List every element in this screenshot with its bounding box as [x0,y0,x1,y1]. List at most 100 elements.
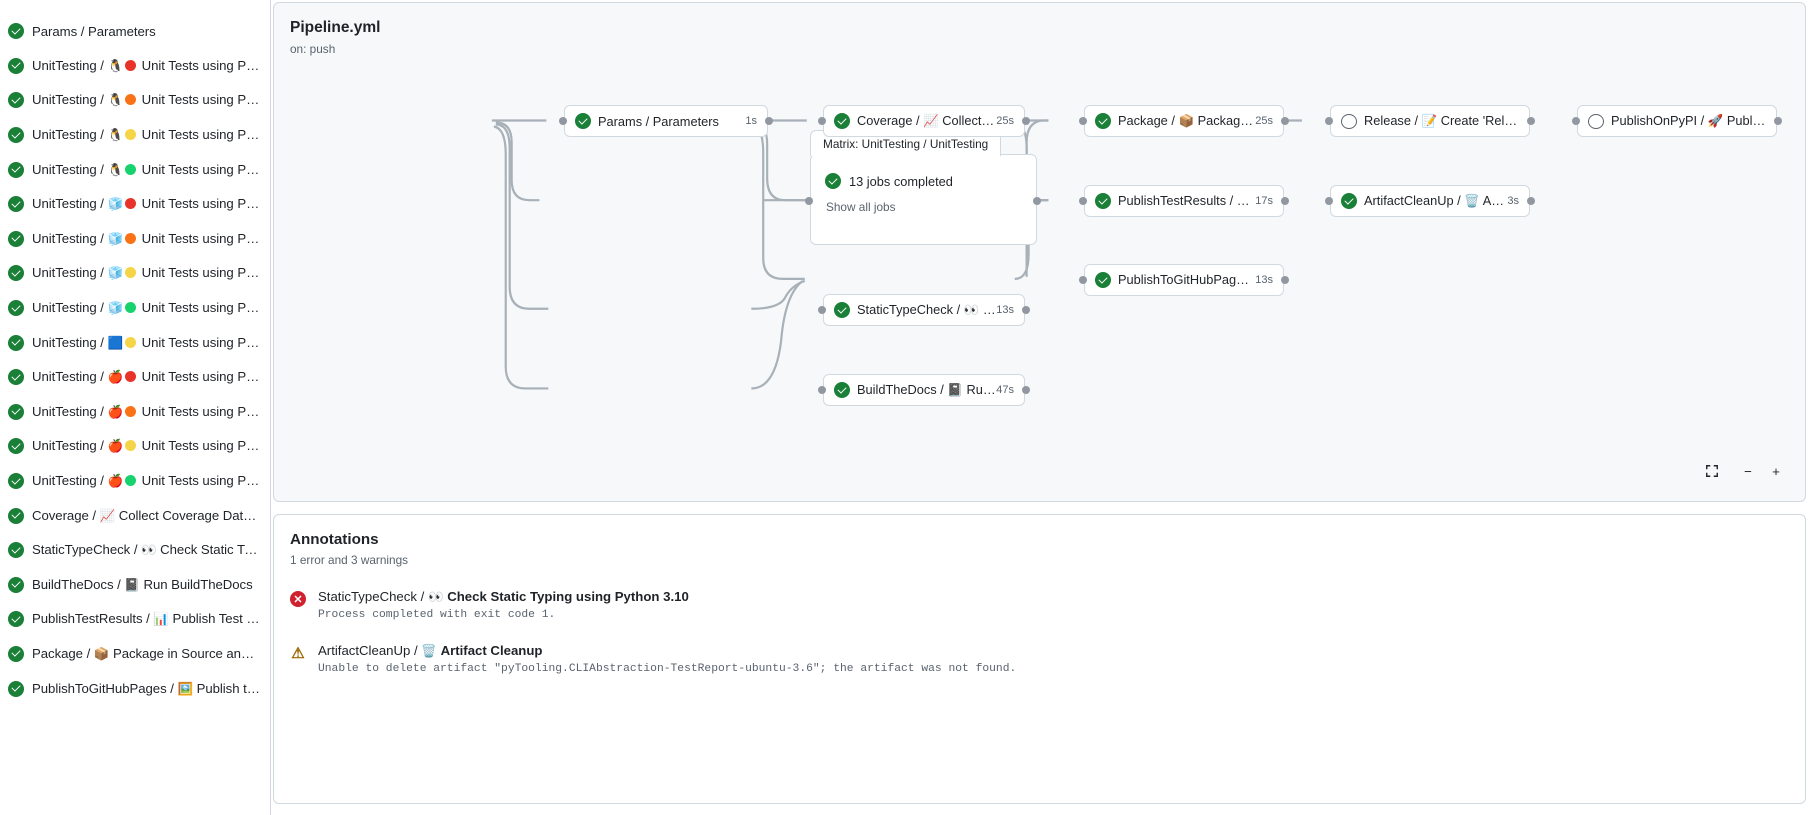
job-emoji-icon: 📦 [1178,114,1195,128]
node-port-out [765,117,773,125]
graph-node-testres[interactable]: PublishTestResults / 📊 Pu…17s [1084,185,1284,217]
workflow-graph-panel[interactable]: Pipeline.yml on: push [273,2,1806,502]
sidebar-job-row[interactable]: UnitTesting / 🍎 Unit Tests using Pyth… [0,360,270,395]
sidebar-job-row[interactable]: UnitTesting / 🐧 Unit Tests using Pyth… [0,152,270,187]
sidebar-job-label: Coverage / 📈 Collect Coverage Data usi… [32,507,260,523]
check-circle-icon [834,302,850,318]
sidebar-job-row[interactable]: UnitTesting / 🧊 Unit Tests using Pyth… [0,222,270,257]
zoom-out-button[interactable]: − [1735,459,1761,483]
zoom-group[interactable]: − + [1735,459,1789,483]
warning-icon: ⚠ [291,645,305,662]
matrix-group[interactable]: Matrix: UnitTesting / UnitTesting 13 job… [810,130,1037,245]
job-emoji-icon: 📊 [1236,194,1253,208]
node-port-out [1281,117,1289,125]
sidebar-job-row[interactable]: UnitTesting / 🟦 Unit Tests using Pyth… [0,325,270,360]
check-circle-icon [8,92,24,109]
graph-node-pypi[interactable]: PublishOnPyPI / 🚀 Publish to … [1577,105,1777,137]
graph-node-release[interactable]: Release / 📝 Create 'Release P… [1330,105,1530,137]
pending-circle-icon [1341,113,1357,129]
sidebar-job-row[interactable]: PublishToGitHubPages / 🖼️ Publish to G… [0,671,270,706]
sidebar-job-row[interactable]: Package / 📦 Package in Source and Wh… [0,637,270,672]
check-circle-icon [8,438,24,455]
matrix-summary-row[interactable]: 13 jobs completed [825,173,1022,189]
sidebar-job-label: Params / Parameters [32,23,156,39]
graph-node-builddocs[interactable]: BuildTheDocs / 📓 Run Buil…47s [823,374,1025,406]
annotation-message: Unable to delete artifact "pyTooling.CLI… [318,663,1017,675]
python-version-dot [125,129,137,141]
check-circle-icon [8,230,24,247]
main-content: Pipeline.yml on: push [271,0,1818,815]
graph-node-ghpages[interactable]: PublishToGitHubPages / 🖼️ …13s [1084,264,1284,296]
sidebar-job-row[interactable]: UnitTesting / 🐧 Unit Tests using Pyth… [0,49,270,84]
graph-node-artifact[interactable]: ArtifactCleanUp / 🗑️ Artifac…3s [1330,185,1530,217]
graph-node-params[interactable]: Params / Parameters 1s [564,105,768,137]
sidebar-job-row[interactable]: UnitTesting / 🧊 Unit Tests using Pyth… [0,187,270,222]
graph-node-label: Params / Parameters [598,113,719,129]
python-version-dot [125,475,137,487]
check-circle-icon [8,57,24,74]
sidebar-job-row[interactable]: StaticTypeCheck / 👀 Check Static Typing… [0,533,270,568]
sidebar-job-label: UnitTesting / 🐧 Unit Tests using Pyth… [32,92,260,108]
sidebar-job-label: UnitTesting / 🧊 Unit Tests using Pyth… [32,265,260,281]
annotation-message: Process completed with exit code 1. [318,609,556,621]
sidebar-job-row[interactable]: Coverage / 📈 Collect Coverage Data usi… [0,498,270,533]
python-version-dot [125,405,137,417]
annotation-heading: StaticTypeCheck / 👀 Check Static Typing … [318,589,689,604]
graph-node-typecheck[interactable]: StaticTypeCheck / 👀 Chec…13s [823,294,1025,326]
os-emoji-icon: 🧊 [107,266,124,281]
sidebar-job-row[interactable]: BuildTheDocs / 📓 Run BuildTheDocs [0,568,270,603]
show-all-jobs-link[interactable]: Show all jobs [826,200,896,214]
matrix-summary-label: 13 jobs completed [849,173,953,189]
job-emoji-icon: 📈 [923,114,939,128]
annotation-heading: ArtifactCleanUp / 🗑️ Artifact Cleanup [318,643,543,658]
node-port-in [1079,197,1087,205]
graph-node-duration: 13s [1255,274,1273,286]
graph-node-label: PublishTestResults / 📊 Pu… [1118,193,1253,208]
sidebar-job-row[interactable]: UnitTesting / 🍎 Unit Tests using Pyth… [0,464,270,499]
node-port-in [1079,117,1087,125]
os-emoji-icon: 🧊 [107,197,124,212]
graph-canvas[interactable]: Params / Parameters 1s Coverage / 📈 Collec… [274,3,1805,501]
sidebar-job-row[interactable]: UnitTesting / 🧊 Unit Tests using Pyth… [0,291,270,326]
graph-node-coverage[interactable]: Coverage / 📈 Collect Cove…25s [823,105,1025,137]
pending-circle-icon [1588,113,1604,129]
check-circle-icon [8,507,24,524]
sidebar-job-row[interactable]: UnitTesting / 🧊 Unit Tests using Pyth… [0,256,270,291]
check-circle-icon [1095,113,1111,129]
python-version-dot [125,267,137,279]
sidebar-job-label: UnitTesting / 🐧 Unit Tests using Pyth… [32,57,260,73]
annotations-title: Annotations [290,531,379,548]
sidebar-job-row[interactable]: UnitTesting / 🐧 Unit Tests using Pyth… [0,83,270,118]
sidebar-job-label: UnitTesting / 🍎 Unit Tests using Pyth… [32,403,260,419]
os-emoji-icon: 📊 [153,612,169,627]
os-emoji-icon: 🧊 [107,231,124,246]
fullscreen-icon[interactable] [1699,459,1725,483]
graph-node-label: Coverage / 📈 Collect Cove… [857,113,996,128]
sidebar-job-row[interactable]: UnitTesting / 🐧 Unit Tests using Pyth… [0,118,270,153]
sidebar-job-label: UnitTesting / 🍎 Unit Tests using Pyth… [32,438,260,454]
sidebar-job-row[interactable]: PublishTestResults / 📊 Publish Test Resu… [0,602,270,637]
zoom-in-button[interactable]: + [1763,459,1789,483]
sidebar-job-row[interactable]: Params / Parameters [0,14,270,49]
python-version-dot [125,163,137,175]
graph-node-package[interactable]: Package / 📦 Package in So…25s [1084,105,1284,137]
check-circle-icon [8,542,24,559]
sidebar-job-row[interactable]: UnitTesting / 🍎 Unit Tests using Pyth… [0,395,270,430]
node-port-out [1774,117,1782,125]
sidebar-job-label: UnitTesting / 🧊 Unit Tests using Pyth… [32,230,260,246]
check-circle-icon [8,265,24,282]
sidebar-job-row[interactable]: UnitTesting / 🍎 Unit Tests using Pyth… [0,429,270,464]
node-port-out [1281,276,1289,284]
node-port-out [1281,197,1289,205]
check-circle-icon [1095,193,1111,209]
graph-node-label: StaticTypeCheck / 👀 Chec… [857,302,996,317]
graph-node-label: Package / 📦 Package in So… [1118,113,1255,128]
os-emoji-icon: 🐧 [107,58,124,73]
page-title: Pipeline.yml [290,19,381,36]
node-port-out [1022,306,1030,314]
graph-node-duration: 1s [745,115,757,127]
graph-header: Pipeline.yml on: push [274,3,1805,56]
matrix-body: 13 jobs completed Show all jobs [811,155,1036,214]
graph-controls[interactable]: − + [1699,459,1789,483]
